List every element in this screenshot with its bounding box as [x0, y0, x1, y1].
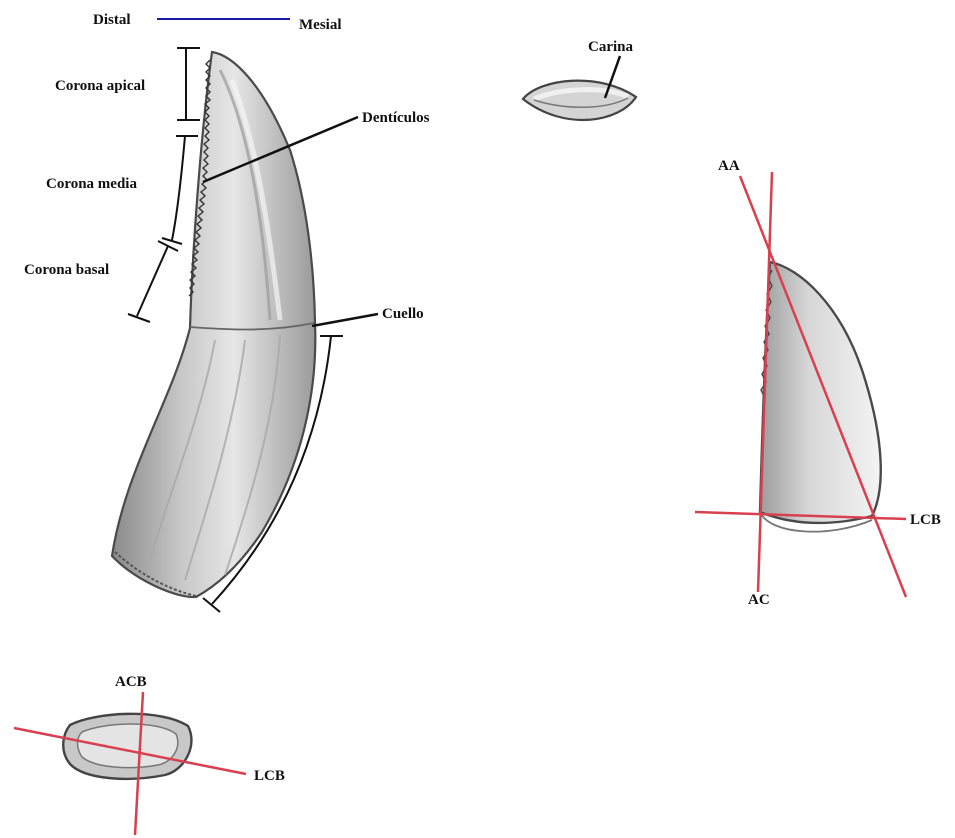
tooth-outline — [112, 52, 315, 597]
occlusal-outline — [523, 81, 636, 120]
corona-media-bracket — [172, 136, 185, 240]
neck-pointer — [312, 314, 378, 326]
neck-label: Cuello — [382, 306, 424, 322]
tooth-measurement-view: AA LCB AC — [695, 158, 941, 608]
corona-apical-label: Corona apical — [55, 78, 145, 94]
basal-inner — [78, 724, 178, 768]
aa-label: AA — [718, 158, 740, 174]
corona-basal-label: Corona basal — [24, 262, 109, 278]
tooth-lateral-view — [112, 52, 315, 597]
distal-label: Distal — [93, 12, 131, 28]
mesial-label: Mesial — [299, 17, 342, 33]
lcb-basal-label: LCB — [254, 768, 285, 784]
tooth-basal-view: ACB LCB — [14, 674, 285, 835]
corona-basal-bracket — [137, 246, 168, 316]
tooth-occlusal-view: Carina — [523, 39, 636, 120]
carina-label: Carina — [588, 39, 634, 55]
denticles-label: Dentículos — [362, 110, 430, 126]
orientation-indicator: Distal Mesial — [93, 12, 342, 33]
acb-label: ACB — [115, 674, 147, 690]
lcb-side-label: LCB — [910, 512, 941, 528]
ac-label: AC — [748, 592, 770, 608]
corona-media-label: Corona media — [46, 176, 137, 192]
